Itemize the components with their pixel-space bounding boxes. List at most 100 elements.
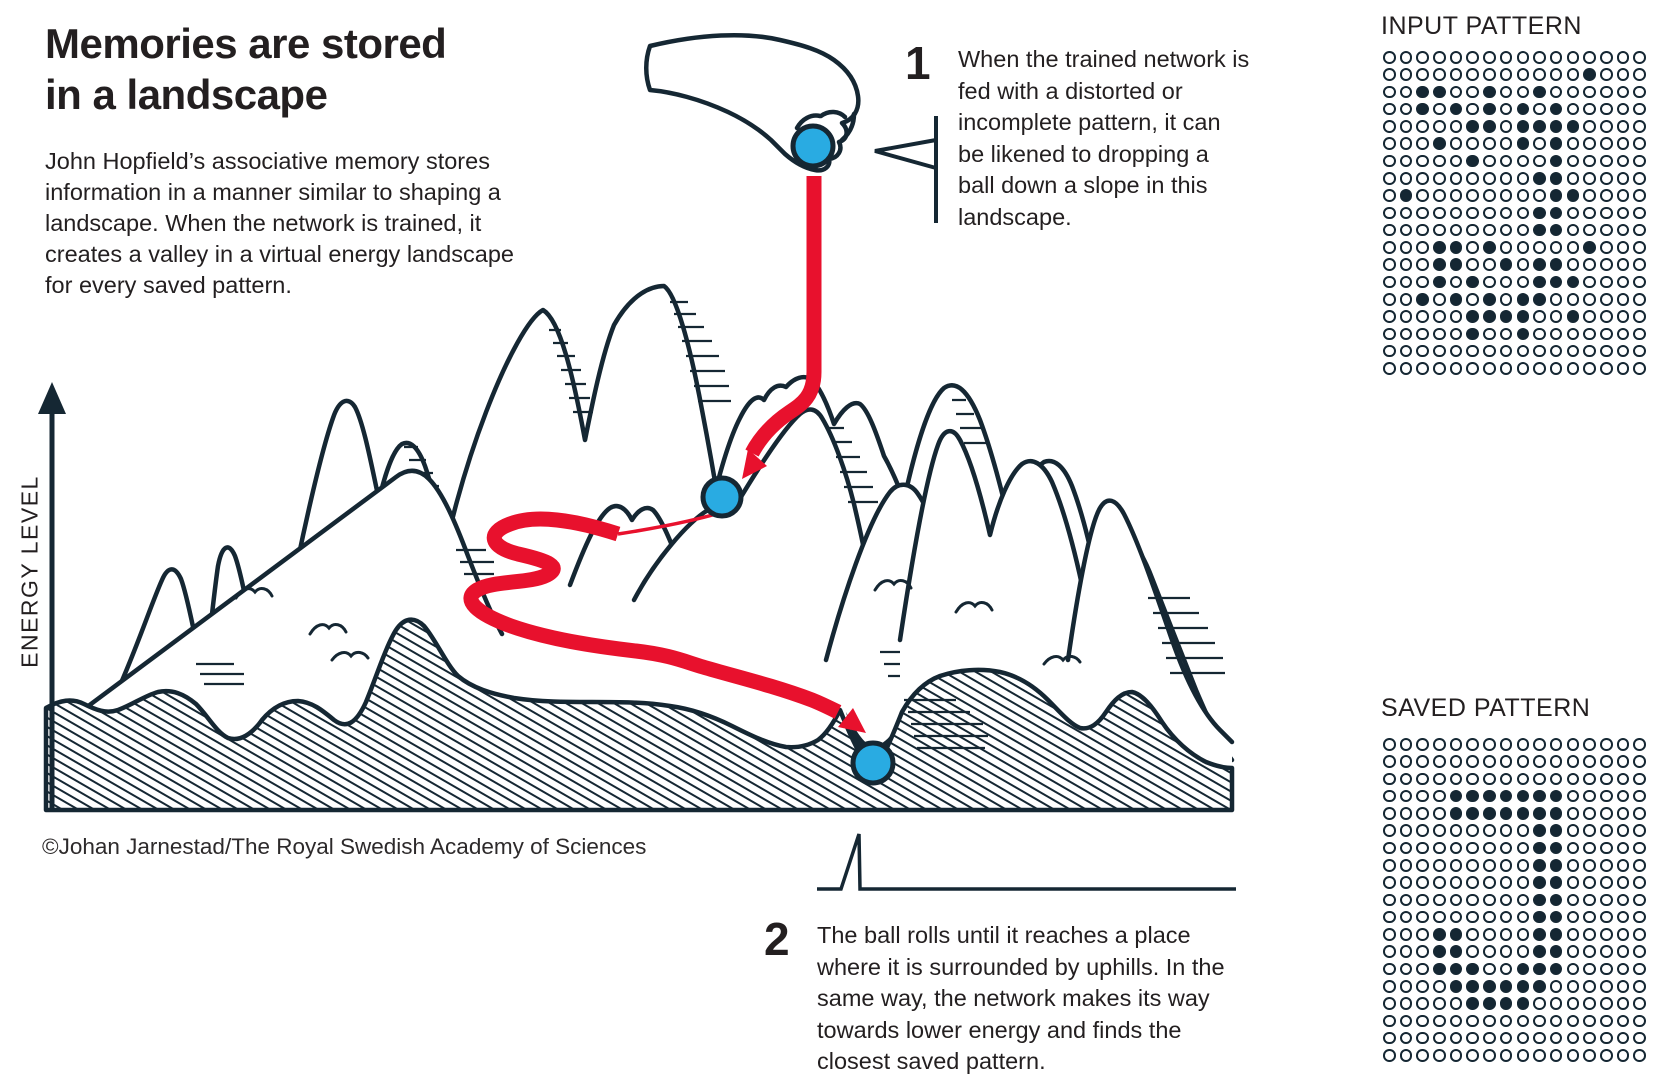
empty-dot xyxy=(1583,275,1596,289)
filled-dot xyxy=(1549,893,1563,907)
empty-dot xyxy=(1583,206,1596,220)
empty-dot xyxy=(1416,772,1429,786)
filled-dot xyxy=(1533,910,1546,924)
empty-dot xyxy=(1566,327,1580,341)
empty-dot xyxy=(1483,223,1496,237)
empty-dot xyxy=(1633,824,1646,837)
filled-dot xyxy=(1466,807,1480,820)
empty-dot xyxy=(1416,310,1429,323)
pattern-row xyxy=(1383,807,1646,820)
empty-dot xyxy=(1633,275,1646,289)
empty-dot xyxy=(1433,189,1446,202)
empty-dot xyxy=(1516,68,1530,81)
empty-dot xyxy=(1383,1014,1396,1028)
empty-dot xyxy=(1633,789,1646,803)
pattern-row xyxy=(1383,362,1646,375)
empty-dot xyxy=(1616,910,1630,924)
empty-dot xyxy=(1566,755,1580,768)
empty-dot xyxy=(1499,1031,1513,1045)
empty-dot xyxy=(1466,171,1480,185)
empty-dot xyxy=(1449,189,1463,202)
empty-dot xyxy=(1516,154,1530,168)
empty-dot xyxy=(1416,893,1429,907)
empty-dot xyxy=(1633,876,1646,889)
empty-dot xyxy=(1449,171,1463,185)
empty-dot xyxy=(1383,85,1396,99)
empty-dot xyxy=(1466,1014,1480,1028)
empty-dot xyxy=(1466,137,1480,150)
blue-ball-mid xyxy=(700,475,744,519)
empty-dot xyxy=(1516,928,1530,941)
empty-dot xyxy=(1633,893,1646,907)
empty-dot xyxy=(1616,68,1630,81)
empty-dot xyxy=(1583,928,1596,941)
empty-dot xyxy=(1566,1014,1580,1028)
filled-dot xyxy=(1533,928,1546,941)
empty-dot xyxy=(1483,1031,1496,1045)
empty-dot xyxy=(1399,344,1413,358)
filled-dot xyxy=(1566,120,1580,133)
pattern-row xyxy=(1383,893,1646,907)
empty-dot xyxy=(1449,1049,1463,1062)
step1-callout-line xyxy=(874,116,938,223)
empty-dot xyxy=(1483,824,1496,837)
empty-dot xyxy=(1633,841,1646,855)
empty-dot xyxy=(1516,241,1530,254)
empty-dot xyxy=(1466,241,1480,254)
empty-dot xyxy=(1533,362,1546,375)
empty-dot xyxy=(1599,120,1613,133)
empty-dot xyxy=(1416,189,1429,202)
blue-ball-held xyxy=(790,123,836,169)
empty-dot xyxy=(1399,997,1413,1010)
empty-dot xyxy=(1416,928,1429,941)
pattern-row xyxy=(1383,206,1646,220)
pattern-row xyxy=(1383,154,1646,168)
empty-dot xyxy=(1399,876,1413,889)
empty-dot xyxy=(1549,292,1563,306)
empty-dot xyxy=(1633,102,1646,116)
empty-dot xyxy=(1533,137,1546,150)
energy-axis-label: ENERGY LEVEL xyxy=(16,475,43,668)
empty-dot xyxy=(1583,1031,1596,1045)
filled-dot xyxy=(1533,962,1546,976)
empty-dot xyxy=(1533,1049,1546,1062)
empty-dot xyxy=(1449,310,1463,323)
empty-dot xyxy=(1516,189,1530,202)
empty-dot xyxy=(1516,258,1530,271)
filled-dot xyxy=(1516,807,1530,820)
empty-dot xyxy=(1399,979,1413,993)
empty-dot xyxy=(1549,344,1563,358)
empty-dot xyxy=(1499,824,1513,837)
empty-dot xyxy=(1383,997,1396,1010)
empty-dot xyxy=(1633,85,1646,99)
empty-dot xyxy=(1599,344,1613,358)
empty-dot xyxy=(1499,189,1513,202)
empty-dot xyxy=(1516,858,1530,872)
empty-dot xyxy=(1416,275,1429,289)
empty-dot xyxy=(1483,738,1496,751)
empty-dot xyxy=(1583,997,1596,1010)
empty-dot xyxy=(1383,344,1396,358)
blue-ball-valley xyxy=(850,740,896,786)
empty-dot xyxy=(1616,223,1630,237)
empty-dot xyxy=(1399,68,1413,81)
empty-dot xyxy=(1616,945,1630,958)
empty-dot xyxy=(1433,876,1446,889)
input-pattern-title: INPUT PATTERN xyxy=(1381,12,1582,40)
empty-dot xyxy=(1483,962,1496,976)
empty-dot xyxy=(1533,154,1546,168)
empty-dot xyxy=(1499,206,1513,220)
empty-dot xyxy=(1466,292,1480,306)
filled-dot xyxy=(1449,979,1463,993)
empty-dot xyxy=(1633,68,1646,81)
empty-dot xyxy=(1599,171,1613,185)
empty-dot xyxy=(1433,1049,1446,1062)
empty-dot xyxy=(1583,102,1596,116)
filled-dot xyxy=(1533,120,1546,133)
empty-dot xyxy=(1383,1049,1396,1062)
empty-dot xyxy=(1399,893,1413,907)
empty-dot xyxy=(1566,85,1580,99)
empty-dot xyxy=(1633,1014,1646,1028)
empty-dot xyxy=(1599,841,1613,855)
empty-dot xyxy=(1599,275,1613,289)
